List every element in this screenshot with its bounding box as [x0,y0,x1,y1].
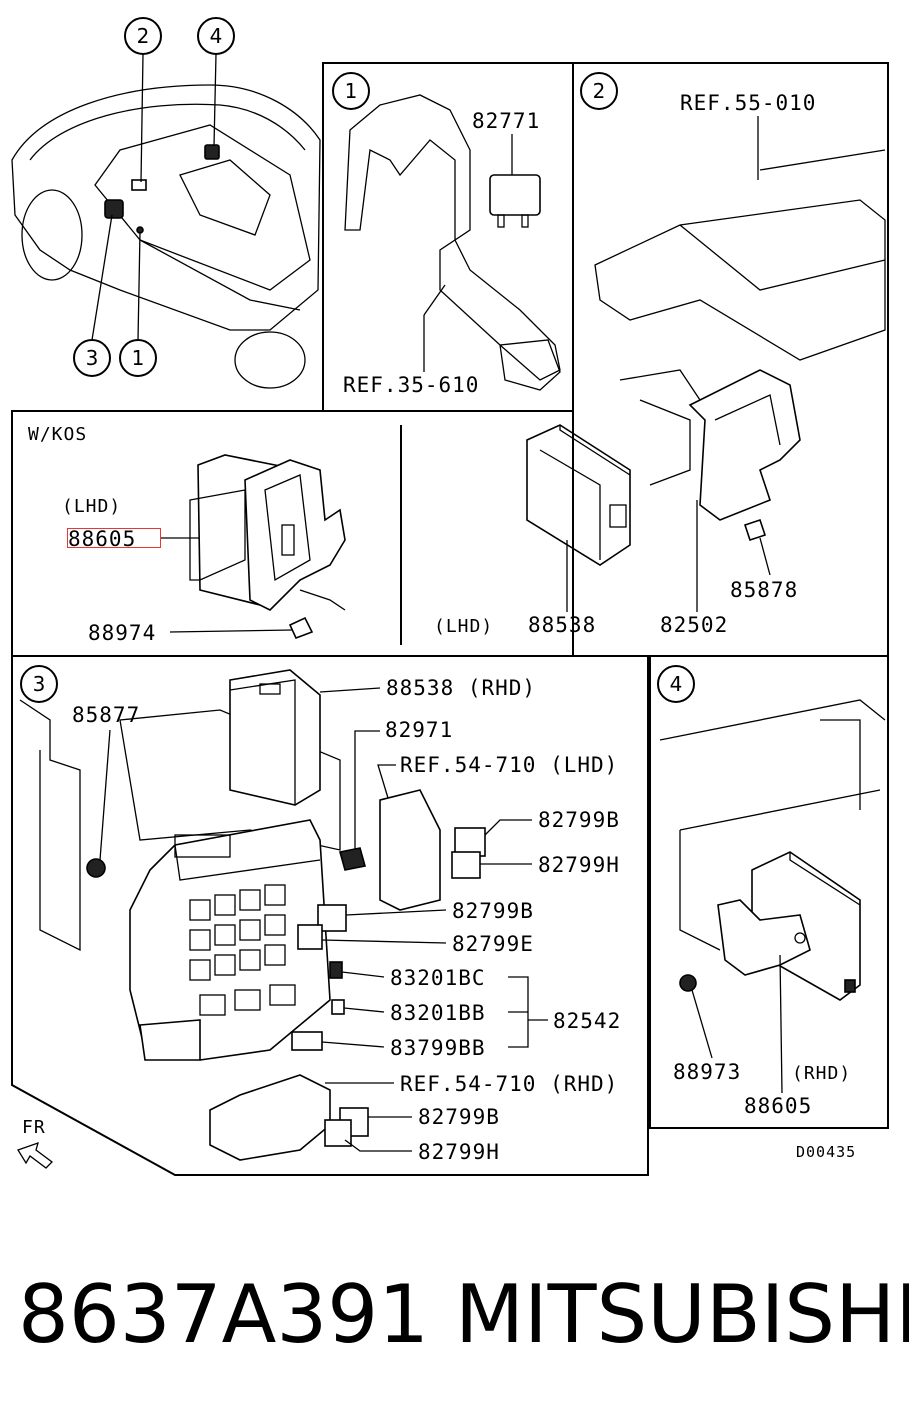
panel-1: 1 82771 REF.35-610 [322,62,574,412]
panel-4-callout: 4 [670,672,683,696]
label-ref-54-710-lhd: REF.54-710 (LHD) [400,753,618,777]
caption-brand: MITSUBISHI [455,1268,909,1361]
label-85878: 85878 [730,578,798,602]
label-82799b-c: 82799B [418,1105,500,1129]
fuse-grid [189,884,296,1016]
label-83201bb: 83201BB [390,1001,486,1025]
overview-callouts: 2 4 3 1 [73,17,235,377]
panel-4: 4 88973 (RHD) 88605 [649,655,889,1129]
label-lhd-a: (LHD) [62,496,121,517]
label-88974: 88974 [88,621,156,645]
panel-1-callout: 1 [345,79,358,103]
label-fr: FR [22,1117,46,1138]
label-82799h-b: 82799H [418,1140,500,1164]
label-82771: 82771 [472,109,540,133]
label-82502: 82502 [660,613,728,637]
label-82799e: 82799E [452,932,534,956]
label-82799b-a: 82799B [538,808,620,832]
label-82542: 82542 [553,1009,621,1033]
label-88605-b: 88605 [744,1094,812,1118]
label-rhd: (RHD) [792,1063,851,1084]
label-88538-rhd: 88538 (RHD) [386,676,536,700]
car-overview [11,84,321,389]
label-ref-55-010: REF.55-010 [680,91,816,115]
label-88973: 88973 [673,1060,741,1084]
label-83201bc: 83201BC [390,966,486,990]
label-82799h-a: 82799H [538,853,620,877]
callout-3: 3 [86,346,99,370]
front-direction-arrow: FR [17,1117,53,1169]
label-ref-54-710-rhd: REF.54-710 (RHD) [400,1072,618,1096]
label-lhd-b: (LHD) [434,616,493,637]
callout-1: 1 [132,346,145,370]
diagram-code: D00435 [796,1143,856,1161]
label-85877: 85877 [72,703,140,727]
label-ref-35-610: REF.35-610 [343,373,479,397]
label-82799b-b: 82799B [452,899,534,923]
label-82971: 82971 [385,718,453,742]
callout-2: 2 [137,24,150,48]
label-wkos: W/KOS [28,424,87,445]
panel-3-callout: 3 [33,672,46,696]
caption-part-number: 8637A391 [18,1268,430,1361]
label-88538-a: 88538 [528,613,596,637]
highlight-box [67,528,161,548]
panel-3: 3 [11,655,649,1176]
panel-2-callout: 2 [593,79,606,103]
label-83799bb: 83799BB [390,1036,486,1060]
callout-4: 4 [210,24,223,48]
panel-2: 2 REF.55-010 85878 (LHD) 88538 82502 [434,62,889,657]
